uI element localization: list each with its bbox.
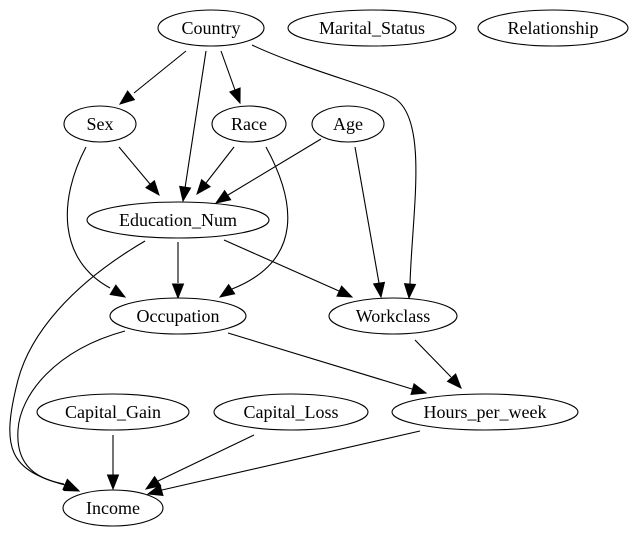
edge-country-to-race <box>220 50 241 105</box>
node-income: Income <box>62 489 164 527</box>
edge-occupation-to-income <box>17 330 126 491</box>
edge-line <box>227 138 322 196</box>
arrowhead-icon <box>446 373 462 390</box>
node-country: Country <box>157 9 265 47</box>
edge-capital-gain-to-income <box>106 435 120 491</box>
edge-occupation-to-hours-per-week <box>227 332 428 396</box>
edge-line <box>223 239 340 292</box>
node-age: Age <box>311 105 385 143</box>
node-label: Relationship <box>508 18 599 38</box>
arrowhead-icon <box>118 90 136 105</box>
edge-sex-to-education-num <box>118 146 160 197</box>
node-capital-loss: Capital_Loss <box>213 393 369 431</box>
edge-line <box>354 146 380 284</box>
edge-line <box>251 44 417 285</box>
node-ellipse <box>391 393 579 431</box>
edge-line <box>17 330 126 485</box>
node-workclass: Workclass <box>328 297 458 335</box>
edge-country-to-education-num <box>179 50 207 203</box>
edge-country-to-workclass <box>251 44 417 300</box>
arrowhead-icon <box>62 478 80 491</box>
node-capital-gain: Capital_Gain <box>36 393 190 431</box>
edge-education-num-to-income <box>9 240 146 492</box>
edge-capital-loss-to-income <box>144 434 255 490</box>
arrowhead-icon <box>372 281 386 299</box>
node-marital-status: Marital_Status <box>287 9 457 47</box>
edge-line <box>227 332 413 390</box>
edge-line <box>161 430 421 491</box>
node-ellipse <box>328 297 458 335</box>
edge-country-to-sex <box>118 50 187 105</box>
arrowhead-icon <box>171 283 185 300</box>
edge-line <box>9 240 146 486</box>
node-ellipse <box>157 9 265 47</box>
edge-age-to-workclass <box>354 146 386 299</box>
node-relationship: Relationship <box>477 9 629 47</box>
node-label: Marital_Status <box>319 18 425 38</box>
edge-line <box>220 50 236 91</box>
node-label: Sex <box>87 114 114 134</box>
node-label: Race <box>231 114 267 134</box>
arrowhead-icon <box>410 383 428 396</box>
arrowhead-icon <box>109 284 127 298</box>
node-label: Workclass <box>356 306 431 326</box>
arrowhead-icon <box>144 475 162 490</box>
node-label: Age <box>333 114 363 134</box>
node-race: Race <box>211 105 287 143</box>
edge-education-num-to-occupation <box>171 242 185 300</box>
node-label: Hours_per_week <box>424 402 547 422</box>
node-ellipse <box>213 393 369 431</box>
node-ellipse <box>311 105 385 143</box>
arrowhead-icon <box>144 179 160 197</box>
edge-line <box>184 50 207 189</box>
node-ellipse <box>63 105 137 143</box>
arrowhead-icon <box>214 189 232 204</box>
node-sex: Sex <box>63 105 137 143</box>
node-label: Capital_Gain <box>65 402 161 422</box>
edge-line <box>157 434 255 482</box>
arrowhead-icon <box>336 285 354 298</box>
edge-workclass-to-hours-per-week <box>414 339 462 390</box>
node-label: Capital_Loss <box>244 402 339 422</box>
arrowhead-icon <box>196 178 212 196</box>
node-label: Education_Num <box>119 210 237 230</box>
edge-line <box>414 339 452 378</box>
node-ellipse <box>477 9 629 47</box>
node-ellipse <box>62 489 164 527</box>
node-label: Country <box>181 18 240 38</box>
edge-line <box>205 146 235 184</box>
node-label: Occupation <box>137 306 220 326</box>
node-ellipse <box>211 105 287 143</box>
edge-line <box>133 50 187 94</box>
arrowhead-icon <box>146 484 164 497</box>
edge-education-num-to-workclass <box>223 239 354 298</box>
arrowhead-icon <box>106 474 120 491</box>
arrowhead-icon <box>218 283 236 298</box>
arrowhead-icon <box>228 87 241 105</box>
node-ellipse <box>36 393 190 431</box>
edges-layer <box>9 44 462 497</box>
arrowhead-icon <box>179 185 192 203</box>
edge-age-to-education-num <box>214 138 322 204</box>
node-education-num: Education_Num <box>86 201 270 239</box>
node-label: Income <box>86 498 140 518</box>
edge-hours-per-week-to-income <box>146 430 421 497</box>
node-ellipse <box>109 297 247 335</box>
edge-line <box>118 146 151 185</box>
node-ellipse <box>86 201 270 239</box>
node-occupation: Occupation <box>109 297 247 335</box>
arrowhead-icon <box>403 283 417 300</box>
node-hours-per-week: Hours_per_week <box>391 393 579 431</box>
node-ellipse <box>287 9 457 47</box>
edge-race-to-education-num <box>196 146 235 196</box>
